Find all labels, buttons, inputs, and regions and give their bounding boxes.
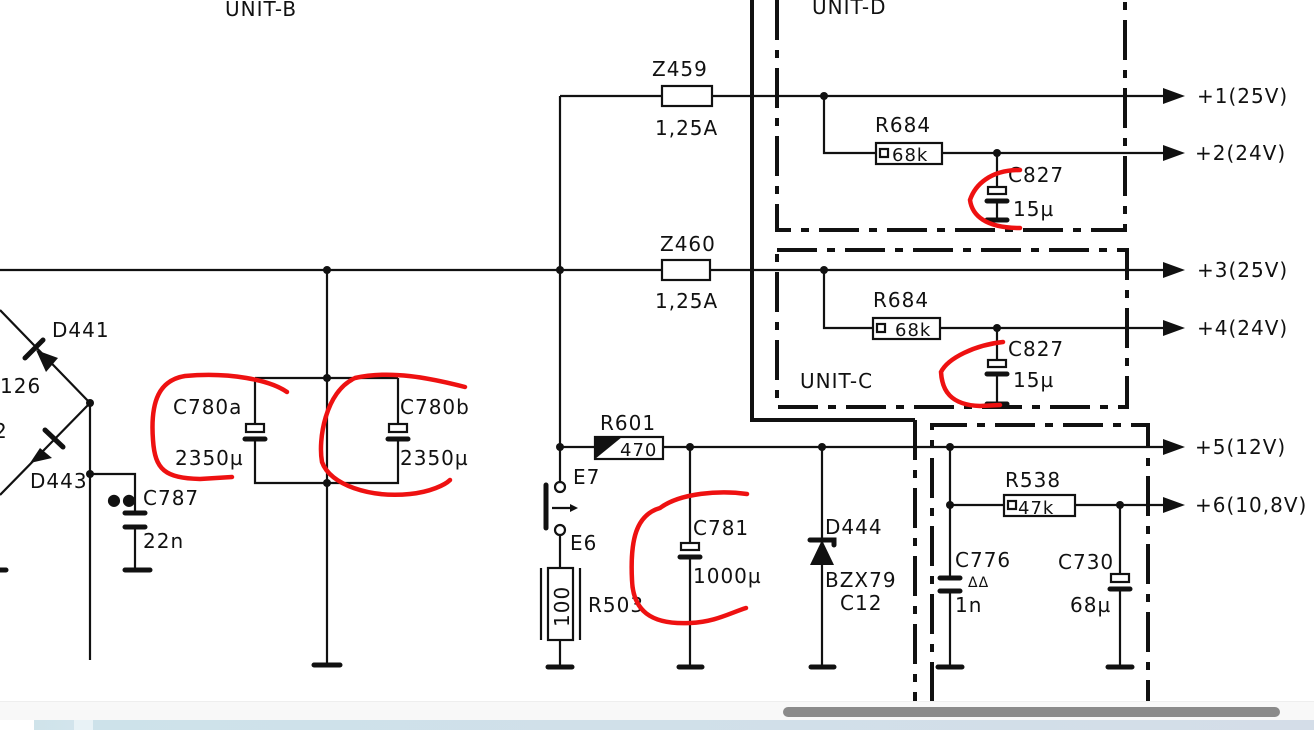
c780a-value: 2350µ: [175, 446, 244, 470]
c827-c-ref: C827: [1008, 337, 1064, 361]
scrollbar-thumb[interactable]: [783, 707, 1280, 717]
c776-ref: C776: [955, 548, 1011, 572]
unit-c-label: UNIT-C: [800, 369, 873, 393]
unit-b-label: UNIT-B: [225, 0, 297, 21]
rail-1: [560, 84, 1185, 108]
resistor-r503: [546, 566, 575, 642]
z460-ref: Z460: [660, 232, 716, 256]
r684-c-value: 68k: [895, 320, 931, 341]
c827-d-ref: C827: [1008, 163, 1064, 187]
resistor-r538: [1002, 493, 1077, 518]
schematic-diagram: UNIT-B UNIT-D UNIT-C Z459 1,25A +1(25V) …: [0, 0, 1307, 702]
taskbar-strip: [0, 720, 1314, 730]
c776-value: 1n: [955, 593, 982, 617]
c781-value: 1000µ: [693, 564, 762, 588]
output-4: +4(24V): [1197, 316, 1288, 340]
c776-mark: ΔΔ: [968, 575, 989, 591]
d444-ref: D444: [825, 515, 883, 539]
filter-capacitors: [242, 270, 411, 668]
terminal-e7: [553, 480, 567, 494]
fuse-z459: [660, 84, 714, 108]
unit-d-label: UNIT-D: [812, 0, 887, 19]
z459-value: 1,25A: [655, 116, 718, 140]
rail-2: [822, 96, 1185, 223]
c827-c-value: 15µ: [1013, 368, 1054, 392]
r684-d-ref: R684: [875, 113, 931, 137]
diode-d441-icon: [36, 350, 58, 372]
zener-d444-icon: [810, 540, 834, 565]
e7-ref: E7: [573, 465, 600, 489]
horizontal-scrollbar[interactable]: [0, 701, 1314, 721]
d441-ref: D441: [52, 318, 110, 342]
fuse-z460: [660, 258, 712, 282]
partial-label-a: 126: [0, 374, 41, 398]
rail-4: [822, 270, 1185, 407]
r503-value: 100: [550, 586, 574, 627]
r684-c-ref: R684: [873, 288, 929, 312]
r601-value: 470: [620, 440, 657, 461]
resistor-r684-d: [874, 141, 944, 166]
terminal-e6: [553, 523, 567, 537]
rail-3: [0, 258, 1185, 282]
diode-bridge: [0, 309, 153, 660]
c780b-ref: C780b: [400, 395, 470, 419]
output-3: +3(25V): [1197, 258, 1288, 282]
rail-5: [539, 96, 1185, 670]
c787-value: 22n: [143, 529, 184, 553]
z459-ref: Z459: [652, 57, 708, 81]
output-5: +5(12V): [1195, 435, 1286, 459]
output-1: +1(25V): [1197, 84, 1288, 108]
rail-6: [935, 447, 1185, 670]
c787-mark: ●●: [107, 490, 137, 509]
r538-value: 47k: [1018, 498, 1054, 519]
c787-ref: C787: [143, 486, 199, 510]
partial-label-b: 2: [0, 419, 8, 443]
d444-variant: C12: [840, 591, 882, 615]
unit-boundaries: [750, 0, 1150, 702]
c730-value: 68µ: [1070, 593, 1111, 617]
resistor-r684-c: [871, 316, 942, 341]
r684-d-value: 68k: [892, 145, 928, 166]
diode-d443-icon: [30, 448, 52, 463]
r538-ref: R538: [1005, 468, 1061, 492]
d443-ref: D443: [30, 469, 88, 493]
r601-ref: R601: [600, 411, 656, 435]
red-annotations: [150, 167, 1023, 626]
c781-ref: C781: [693, 516, 749, 540]
c780b-value: 2350µ: [400, 446, 469, 470]
output-6: +6(10,8V): [1195, 493, 1307, 517]
c780a-ref: C780a: [173, 395, 242, 419]
d444-type: BZX79: [825, 568, 897, 592]
c827-d-value: 15µ: [1013, 197, 1054, 221]
e6-ref: E6: [570, 531, 597, 555]
c730-ref: C730: [1058, 550, 1114, 574]
output-2: +2(24V): [1195, 141, 1286, 165]
z460-value: 1,25A: [655, 289, 718, 313]
